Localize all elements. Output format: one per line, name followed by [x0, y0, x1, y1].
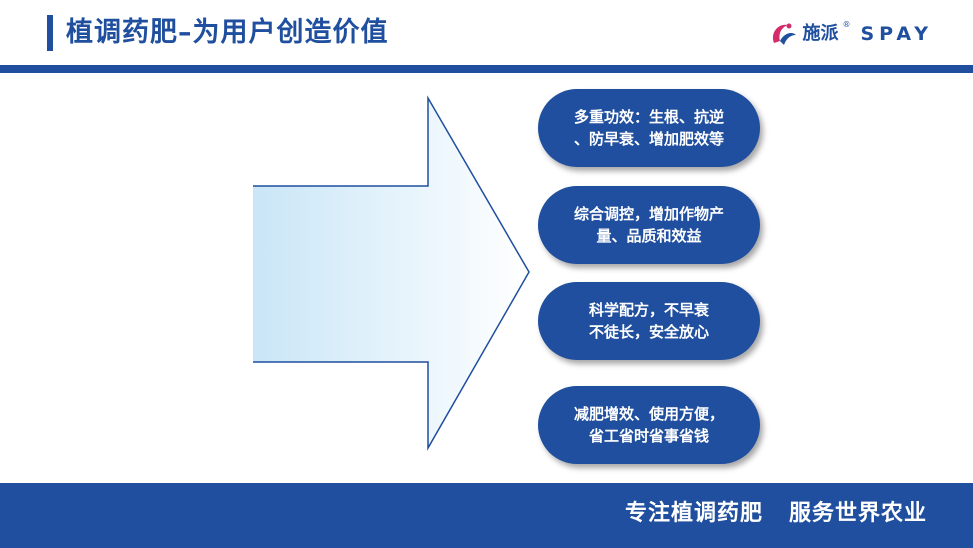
benefit-text: 减肥增效、使用方便， 省工省时省事省钱	[573, 405, 724, 445]
footer-slogan: 专注植调药肥 服务世界农业	[625, 501, 927, 526]
benefit-pill-3: 科学配方，不早衰 不徒长，安全放心	[538, 282, 760, 360]
spay-logo-mark-icon	[773, 23, 797, 45]
right-arrow-graphic	[253, 95, 530, 451]
logo-name-en: SPAY	[860, 23, 933, 45]
benefit-pill-1: 多重功效：生根、抗逆 、防早衰、增加肥效等	[538, 89, 760, 167]
benefit-pill-2: 综合调控，增加作物产 量、品质和效益	[538, 186, 760, 264]
benefit-text: 多重功效：生根、抗逆 、防早衰、增加肥效等	[573, 108, 724, 148]
title-accent-bar	[47, 15, 53, 51]
benefit-pill-4: 减肥增效、使用方便， 省工省时省事省钱	[538, 386, 760, 464]
logo-name-cn: 施派	[802, 23, 839, 44]
header-divider	[0, 68, 973, 73]
brand-logo: 施派 ® SPAY	[768, 18, 933, 50]
page-title: 植调药肥–为用户创造价值	[66, 17, 389, 48]
logo-registered-mark: ®	[842, 20, 851, 29]
benefit-text: 科学配方，不早衰 不徒长，安全放心	[588, 301, 709, 341]
footer-bar: 专注植调药肥 服务世界农业	[0, 483, 973, 548]
benefit-text: 综合调控，增加作物产 量、品质和效益	[573, 205, 724, 245]
header: 植调药肥–为用户创造价值 施派 ® SPAY	[0, 0, 973, 68]
